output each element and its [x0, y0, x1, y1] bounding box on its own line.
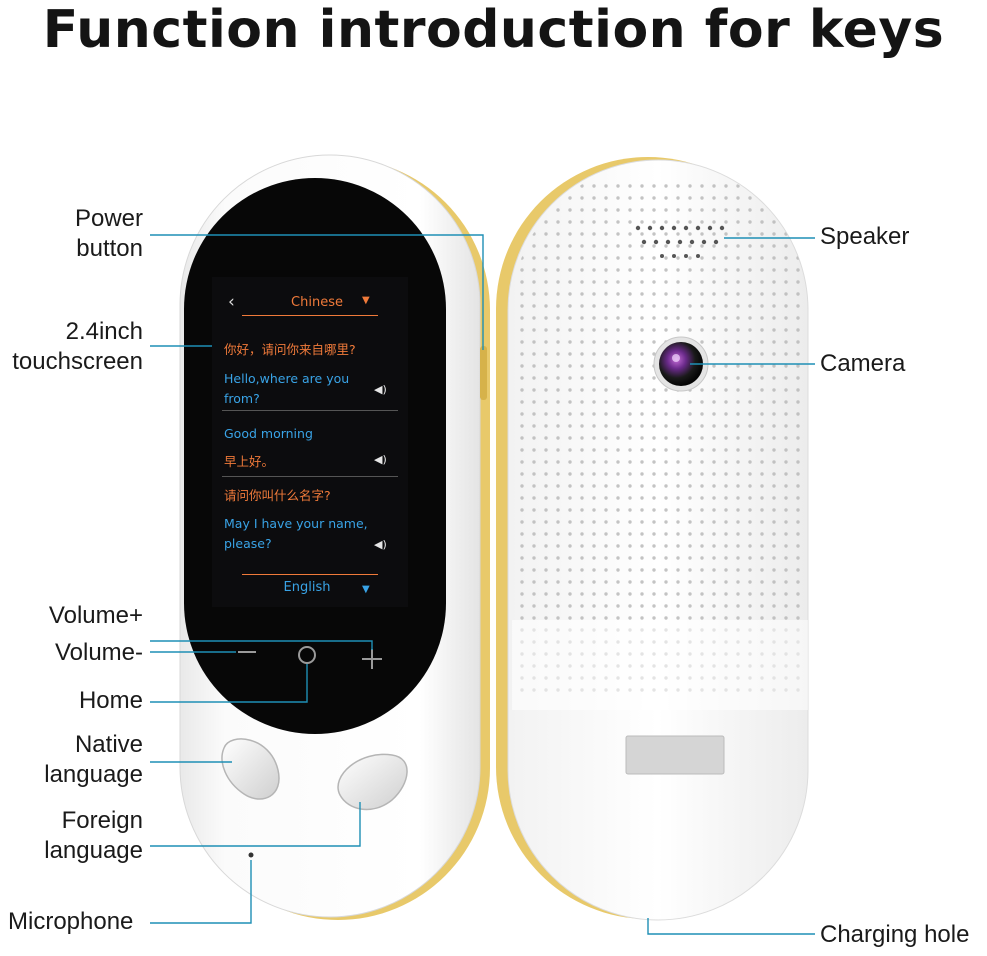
native-language-button[interactable]: [221, 738, 280, 800]
message-line: 你好，请问你来自哪里?: [224, 342, 356, 357]
power-button-label: Power button: [74, 205, 143, 262]
message-line: Good morning: [224, 426, 313, 441]
volume-plus-label: Volume+: [48, 602, 143, 629]
back-device: [496, 157, 809, 921]
home-label: Home: [78, 687, 143, 714]
speaker-label: Speaker: [820, 223, 910, 250]
charging-hole-label: Charging hole: [820, 921, 970, 948]
message-separator: [222, 410, 398, 411]
camera-lens: [659, 342, 703, 386]
power-button-shape[interactable]: [480, 346, 487, 400]
speaker-icon[interactable]: ◀): [374, 453, 387, 466]
native-language-label: Native language: [44, 731, 143, 788]
back-chevron-icon[interactable]: ‹: [228, 292, 235, 312]
microphone-label: Microphone: [8, 908, 134, 935]
bottom-divider: [242, 574, 378, 575]
message-line: from?: [224, 391, 260, 406]
touchscreen-display[interactable]: ‹ Chinese ▼ 你好，请问你来自哪里? Hello,where are …: [212, 277, 408, 607]
page-title: Function introduction for keys: [42, 0, 945, 60]
foreign-language-button[interactable]: [337, 753, 408, 811]
volume-minus-label: Volume-: [54, 639, 143, 666]
top-language-dropdown-icon[interactable]: ▼: [362, 295, 370, 306]
foreign-language-label: Foreign language: [44, 807, 143, 864]
message-line: 早上好。: [224, 454, 275, 469]
top-language-selector[interactable]: Chinese: [291, 295, 343, 310]
message-line: May I have your name,: [224, 516, 368, 531]
home-icon: [298, 646, 316, 664]
microphone-hole: [248, 852, 254, 858]
speaker-dot-grille: [512, 180, 808, 700]
metal-plate: [625, 735, 725, 775]
leader-lines: [150, 234, 815, 935]
message-line: 请问你叫什么名字?: [224, 488, 331, 503]
touchscreen-label: 2.4inch touchscreen: [12, 318, 143, 375]
camera-label: Camera: [820, 350, 906, 377]
message-line: please?: [224, 536, 272, 551]
top-divider: [242, 315, 378, 316]
bottom-language-selector[interactable]: English: [283, 580, 331, 595]
message-line: Hello,where are you: [224, 371, 350, 386]
speaker-icon[interactable]: ◀): [374, 383, 387, 396]
bottom-language-dropdown-icon[interactable]: ▼: [362, 584, 370, 595]
speaker-icon[interactable]: ◀): [374, 538, 387, 551]
speaker-holes: [635, 225, 725, 258]
message-separator: [222, 476, 398, 477]
